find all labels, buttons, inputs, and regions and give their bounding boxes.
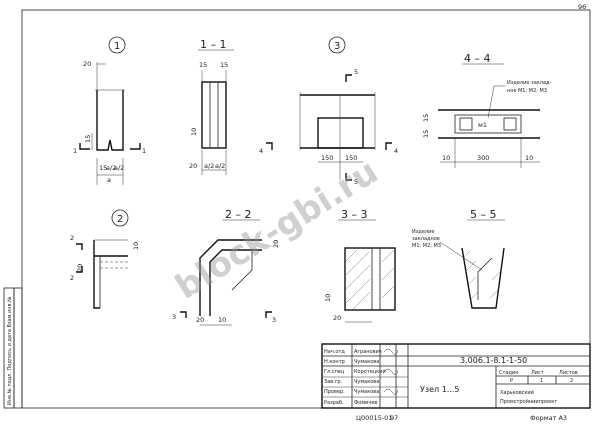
svg-text:4: 4 [394,147,398,155]
sheet-frame [21,9,591,409]
svg-text:м1: м1 [478,121,487,129]
svg-text:1: 1 [73,147,77,155]
svg-text:a/2: a/2 [204,162,214,170]
detail-1: 1 20 15 a 15 a/2 a/2 1 1 [73,36,146,185]
sheet-title: Узел 1...5 [420,385,460,394]
svg-text:Зав.гр.: Зав.гр. [324,379,343,385]
detail-2: 2 20 10 2 2 [70,209,140,309]
detail-1-circle [108,36,126,54]
section-5-5: 5 – 5 Изделие закладное М1; М2; М3 [412,208,505,309]
svg-text:15: 15 [422,114,430,122]
svg-text:4: 4 [259,147,263,155]
svg-text:300: 300 [477,154,489,162]
svg-text:20: 20 [333,314,341,322]
svg-text:3: 3 [172,313,176,321]
svg-text:Чумакова: Чумакова [354,379,379,385]
section-3-3-label: 3 – 3 [341,208,368,221]
svg-text:3: 3 [334,41,340,52]
svg-text:150: 150 [345,154,357,162]
svg-text:20: 20 [196,316,204,324]
detail-3: 3 150 150 5 5 4 4 [259,36,398,186]
svg-text:a/2: a/2 [215,162,225,170]
svg-text:2: 2 [70,274,74,282]
svg-text:15: 15 [84,135,92,143]
svg-text:Агранович: Агранович [354,349,382,355]
svg-text:Листов: Листов [559,370,578,376]
svg-text:a/2: a/2 [114,164,124,172]
side-stamp-text: Инв.№ подл. Подпись и дата Взам.инв.№ [7,296,13,405]
svg-text:10: 10 [525,154,533,162]
svg-text:Изделие: Изделие [412,229,434,235]
footer-code: Ц00015-01 [356,414,392,422]
hatch-5-5 [462,250,501,301]
svg-text:2: 2 [70,234,74,242]
footer-num: 97 [390,414,398,422]
section-1-1-label: 1 – 1 [200,38,227,51]
svg-text:5: 5 [354,178,358,186]
section-2-2-label: 2 – 2 [225,208,252,221]
detail-3-circle [328,36,346,54]
svg-text:1: 1 [540,378,543,384]
svg-text:5: 5 [354,68,358,76]
svg-text:Гл.спец: Гл.спец [324,369,345,375]
svg-text:1: 1 [114,41,120,52]
svg-text:3: 3 [272,316,276,324]
svg-text:20: 20 [189,162,197,170]
org-name: Харьковский [500,389,534,396]
format-label: Формат А3 [530,414,567,422]
svg-text:Коротецкий: Коротецкий [354,368,386,375]
svg-text:Фомичев: Фомичев [354,400,377,406]
svg-text:закладное: закладное [412,236,440,242]
svg-text:М1; М2; М3: М1; М2; М3 [412,243,441,249]
svg-text:150: 150 [321,154,333,162]
doc-code: 3.006.1-8.1-1-50 [460,356,527,365]
svg-text:2: 2 [570,378,573,384]
title-block: Нач.отд Н.контр Гл.спец Зав.гр. Провер. … [321,343,591,409]
svg-text:15: 15 [422,130,430,138]
svg-text:20: 20 [76,264,84,272]
svg-text:Р: Р [510,378,513,384]
watermark: block-gbi.ru [169,152,386,308]
section-4-4-label: 4 – 4 [464,52,491,65]
section-3-3: 3 – 3 20 10 [324,208,396,323]
svg-text:20: 20 [272,240,280,248]
svg-text:10: 10 [218,316,226,324]
svg-text:15: 15 [99,164,107,172]
svg-text:Разраб.: Разраб. [324,400,344,406]
svg-text:a: a [107,176,111,184]
svg-text:15: 15 [220,61,228,69]
section-2-2: 2 – 2 20 10 20 3 3 [172,208,280,326]
svg-text:Стадия: Стадия [499,370,518,376]
svg-text:10: 10 [132,242,140,250]
svg-text:Изделие заклад-: Изделие заклад- [507,80,552,86]
svg-text:Н.контр: Н.контр [324,359,345,365]
svg-text:15: 15 [199,61,207,69]
signature [383,348,399,355]
svg-text:10: 10 [324,294,332,302]
section-1-1: 1 – 1 15 15 10 20 a/2 a/2 [189,38,234,175]
svg-text:10: 10 [190,128,198,136]
svg-text:1: 1 [142,147,146,155]
svg-text:Провер.: Провер. [324,389,345,395]
svg-text:Чумакова: Чумакова [354,359,379,365]
svg-text:2: 2 [117,214,123,225]
svg-text:Чумакова: Чумакова [354,389,379,395]
section-5-5-label: 5 – 5 [470,208,497,221]
svg-text:Лист: Лист [531,370,544,376]
svg-text:ное М1; М2; М3: ное М1; М2; М3 [507,88,547,94]
svg-text:a/2: a/2 [106,164,116,172]
svg-text:10: 10 [442,154,450,162]
section-4-4: 4 – 4 Изделие заклад- ное М1; М2; М3 м1 … [422,52,552,168]
svg-text:20: 20 [83,60,91,68]
hatch-3-3 [344,249,395,311]
page-number: 96 [578,3,586,11]
svg-text:Промстройниипроект: Промстройниипроект [500,398,557,405]
svg-text:Нач.отд: Нач.отд [324,349,345,355]
detail-2-circle [111,209,129,227]
